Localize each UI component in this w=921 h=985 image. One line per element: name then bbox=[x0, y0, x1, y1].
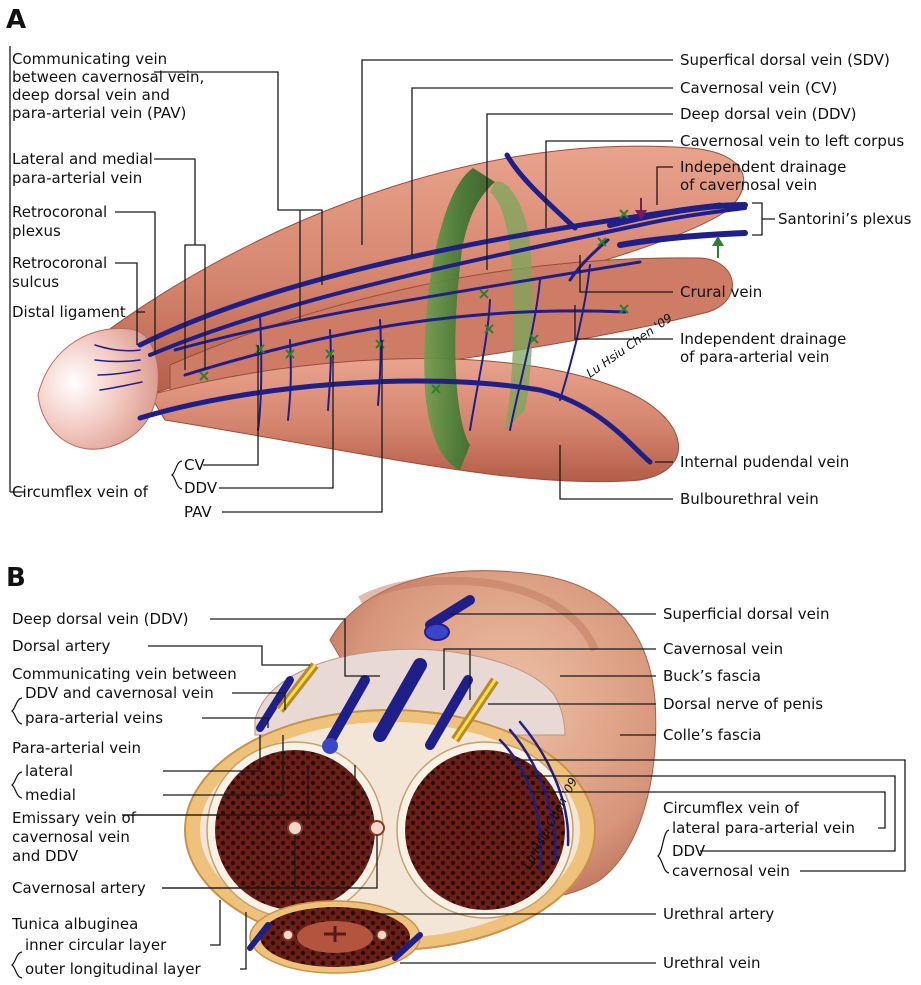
panel-a: A bbox=[6, 5, 912, 521]
label-cv: CV bbox=[184, 456, 205, 474]
label-b-ddv-short: DDV bbox=[672, 842, 706, 860]
label-cavernosal: Cavernosal vein (CV) bbox=[680, 79, 837, 97]
label-distal-ligament: Distal ligament bbox=[12, 303, 126, 321]
panel-b-letter: B bbox=[6, 563, 26, 593]
label-b-ddv-cav: DDV and cavernosal vein bbox=[25, 684, 214, 702]
label-b-para-arterial: Para-arterial vein bbox=[12, 739, 141, 757]
label-ddv: DDV bbox=[184, 479, 218, 497]
label-lateral-medial-1: Lateral and medial bbox=[12, 150, 153, 168]
label-crural: Crural vein bbox=[680, 283, 762, 301]
label-b-bucks: Buck’s fascia bbox=[663, 667, 761, 685]
label-internal-pudendal: Internal pudendal vein bbox=[680, 453, 849, 471]
label-lateral-medial-2: para-arterial vein bbox=[12, 169, 142, 187]
label-b-emissary-1: Emissary vein of bbox=[12, 809, 137, 827]
panel-b: B bbox=[6, 563, 905, 978]
label-b-communicating: Communicating vein between bbox=[12, 665, 237, 683]
label-b-superficial-dorsal: Superficial dorsal vein bbox=[663, 605, 830, 623]
label-b-emissary-3: and DDV bbox=[12, 847, 79, 865]
label-bulbourethral: Bulbourethral vein bbox=[680, 490, 819, 508]
label-b-inner: inner circular layer bbox=[25, 936, 167, 954]
label-b-colles: Colle’s fascia bbox=[663, 726, 761, 744]
panel-a-letter: A bbox=[6, 5, 26, 35]
label-b-outer: outer longitudinal layer bbox=[25, 960, 201, 978]
label-b-circumflex-of: Circumflex vein of bbox=[663, 799, 800, 817]
label-b-cavernosal-vein: Cavernosal vein bbox=[663, 640, 783, 658]
cross-section-illustration bbox=[185, 571, 656, 973]
label-b-urethral-vein: Urethral vein bbox=[663, 954, 761, 972]
label-indep-cav-1: Independent drainage bbox=[680, 158, 846, 176]
label-deep-dorsal: Deep dorsal vein (DDV) bbox=[680, 105, 856, 123]
label-santorini: Santorini’s plexus bbox=[778, 210, 912, 228]
label-retrocoronal-sulcus-1: Retrocoronal bbox=[12, 254, 107, 272]
label-cav-left: Cavernosal vein to left corpus bbox=[680, 132, 904, 150]
label-sdv: Superfical dorsal vein (SDV) bbox=[680, 51, 890, 69]
label-indep-para-2: of para-arterial vein bbox=[680, 348, 829, 366]
label-indep-para-1: Independent drainage bbox=[680, 330, 846, 348]
label-circumflex-of: Circumflex vein of bbox=[12, 483, 149, 501]
label-indep-cav-2: of cavernosal vein bbox=[680, 176, 817, 194]
label-b-emissary-2: cavernosal vein bbox=[12, 828, 130, 846]
label-b-para-veins: para-arterial veins bbox=[25, 709, 163, 727]
label-retrocoronal-sulcus-2: sulcus bbox=[12, 273, 59, 291]
label-b-ddv: Deep dorsal vein (DDV) bbox=[12, 610, 188, 628]
label-b-tunica: Tunica albuginea bbox=[11, 915, 138, 933]
label-b-lateral: lateral bbox=[25, 762, 73, 780]
label-retrocoronal-plexus-2: plexus bbox=[12, 222, 61, 240]
label-b-dorsal-artery: Dorsal artery bbox=[12, 637, 110, 655]
label-b-medial: medial bbox=[25, 786, 76, 804]
penis-shaft-illustration bbox=[38, 146, 744, 482]
label-communicating-1: Communicating vein bbox=[12, 50, 167, 68]
label-communicating-2: between cavernosal vein, bbox=[12, 68, 204, 86]
label-b-cav-artery: Cavernosal artery bbox=[12, 879, 146, 897]
label-b-urethral-artery: Urethral artery bbox=[663, 905, 774, 923]
label-b-cav-short: cavernosal vein bbox=[672, 862, 790, 880]
label-communicating-4: para-arterial vein (PAV) bbox=[12, 104, 186, 122]
label-retrocoronal-plexus-1: Retrocoronal bbox=[12, 203, 107, 221]
label-communicating-3: deep dorsal vein and bbox=[12, 86, 170, 104]
label-b-dorsal-nerve: Dorsal nerve of penis bbox=[663, 695, 823, 713]
label-pav: PAV bbox=[184, 503, 212, 521]
label-b-lateral-para: lateral para-arterial vein bbox=[672, 819, 855, 837]
